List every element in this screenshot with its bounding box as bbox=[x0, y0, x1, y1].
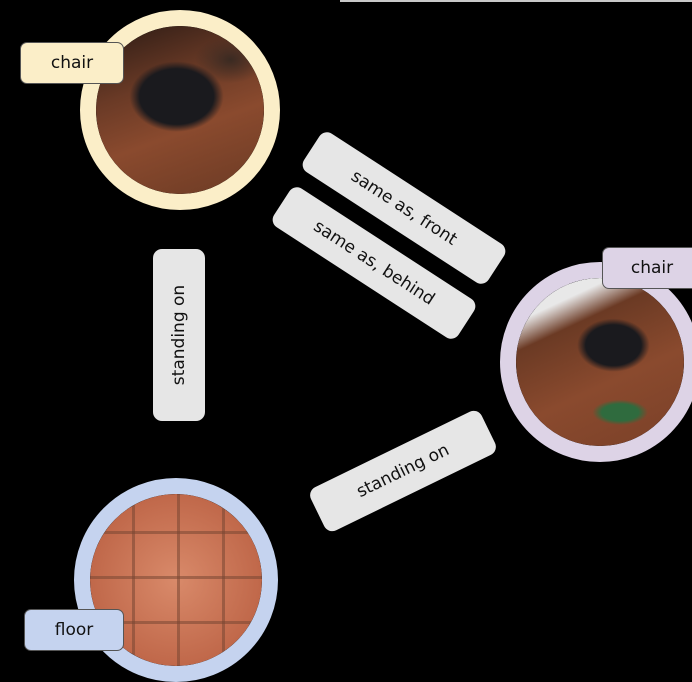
top-border-line bbox=[340, 0, 692, 2]
chair-photo bbox=[516, 278, 684, 446]
edge-label-standing-on-right: standing on bbox=[307, 408, 499, 534]
label-chair-right: chair bbox=[602, 247, 692, 289]
label-floor: floor bbox=[24, 609, 124, 651]
node-chair-right bbox=[500, 262, 692, 462]
label-chair-top: chair bbox=[20, 42, 124, 84]
node-chair-top bbox=[80, 10, 280, 210]
node-floor bbox=[74, 478, 278, 682]
edge-label-standing-on-left: standing on bbox=[153, 249, 205, 421]
